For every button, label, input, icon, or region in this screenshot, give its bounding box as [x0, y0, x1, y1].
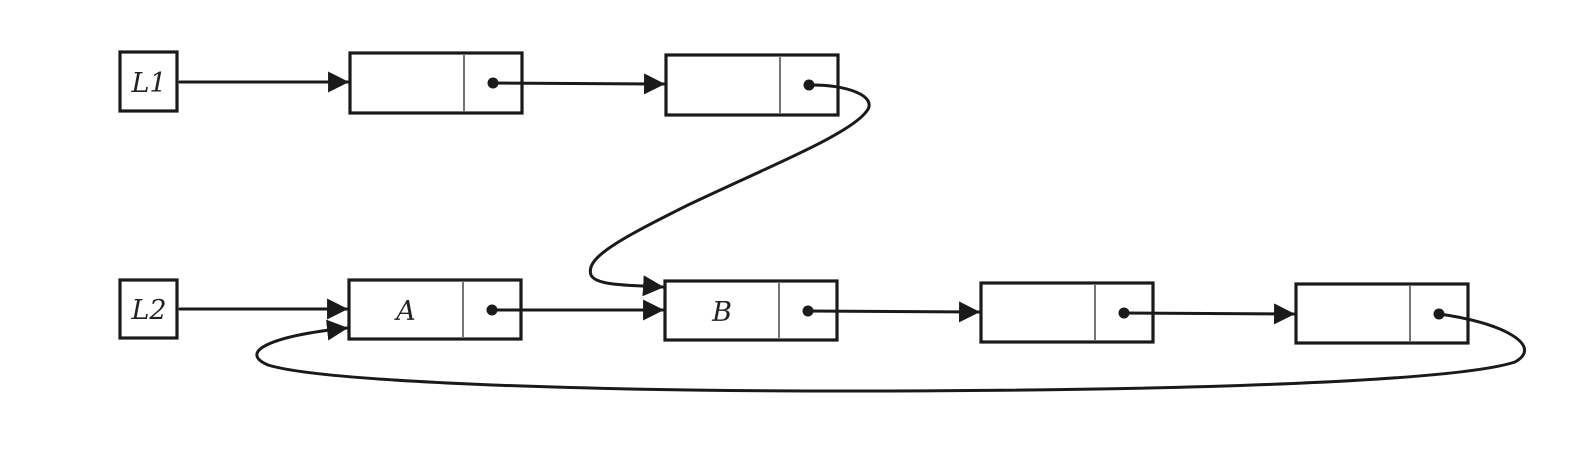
arrow-l1-node-1-to-node-2 — [491, 73, 666, 95]
l2-node-3 — [979, 281, 1155, 344]
node-value-a: A — [393, 296, 416, 327]
head-pointer-l2: L2 — [118, 278, 179, 340]
head-label-l2: L2 — [130, 295, 166, 326]
arrow-node-4-back-to-node-a — [255, 312, 1526, 393]
head-label-l1: L1 — [130, 68, 166, 99]
arrow-l1-node-2-to-node-b — [588, 83, 871, 297]
arrow-node-b-to-node-3 — [806, 301, 981, 323]
node-value-b: B — [711, 297, 732, 328]
arrow-node-3-to-node-4 — [1122, 303, 1296, 325]
head-pointer-l1: L1 — [118, 50, 179, 113]
